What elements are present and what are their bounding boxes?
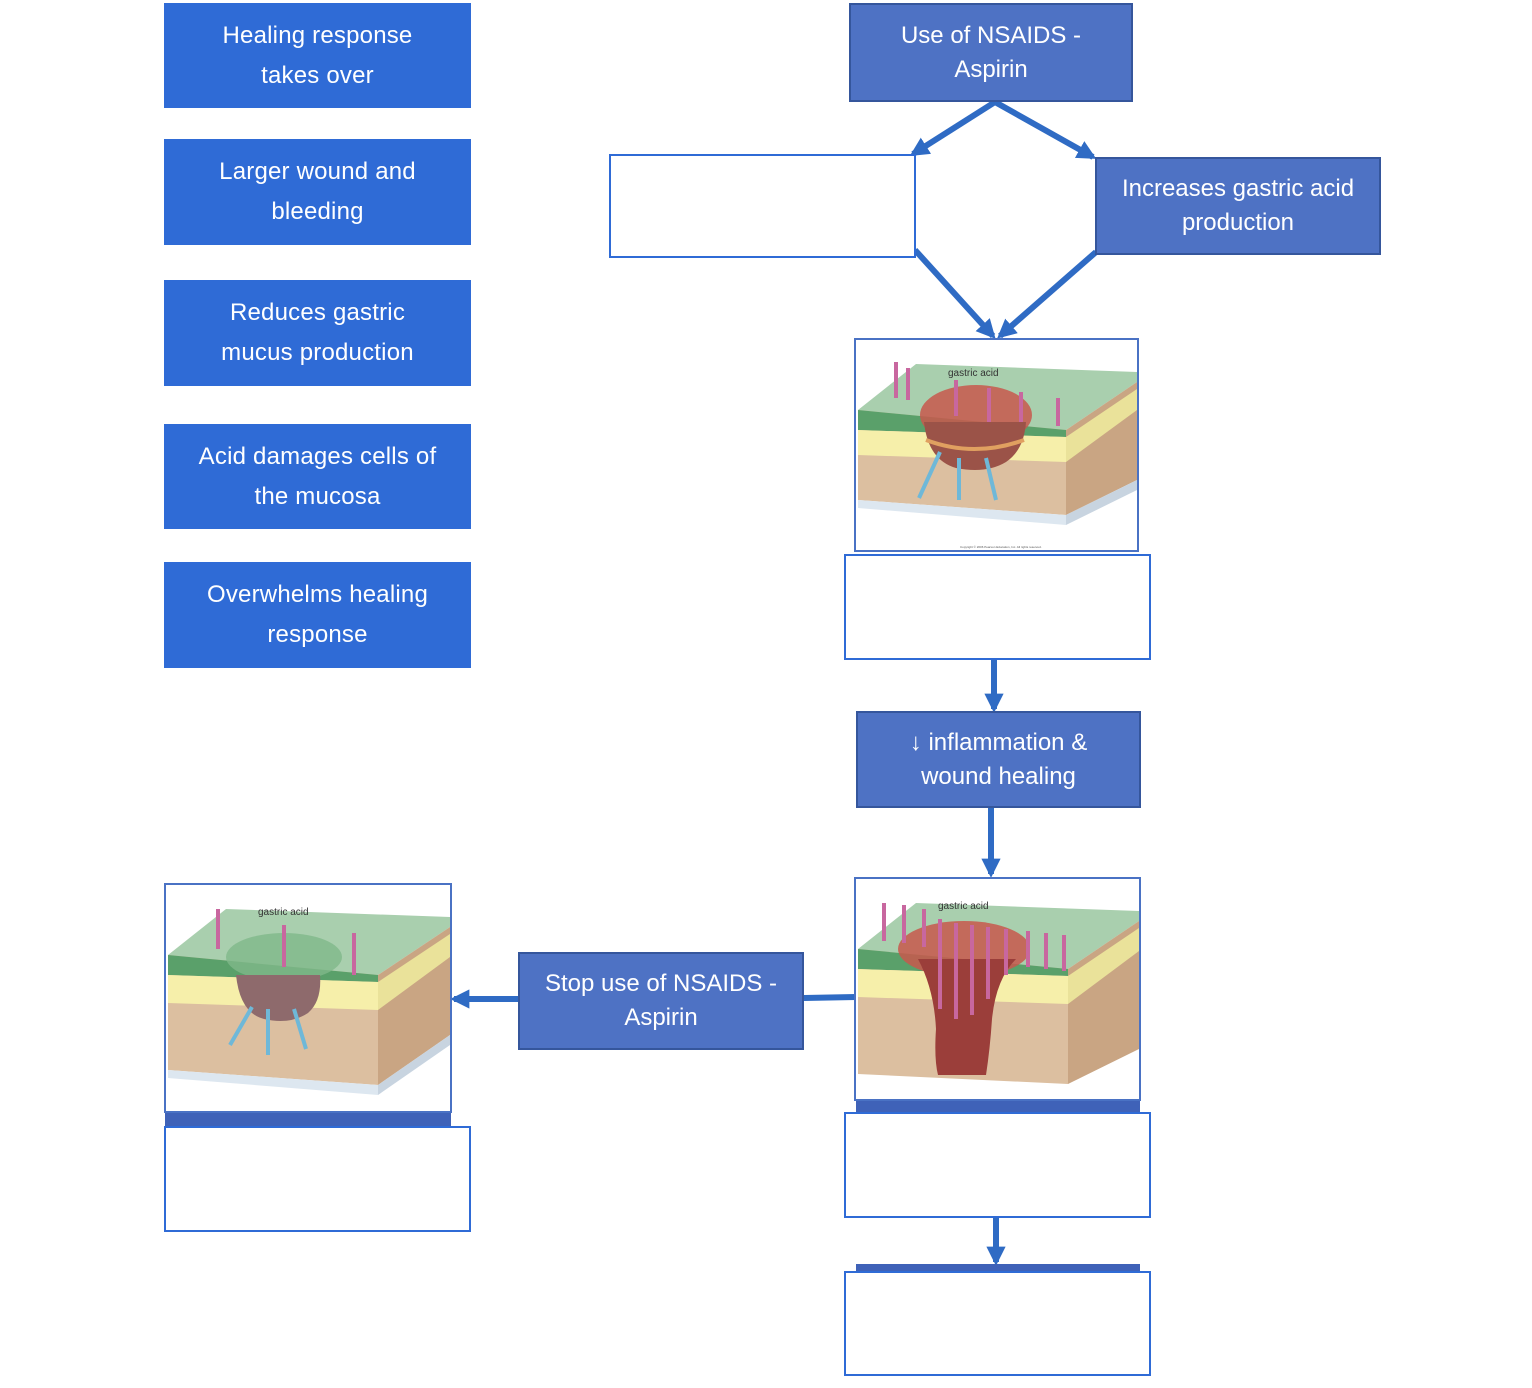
illustration-caption-bar: [856, 1101, 1140, 1113]
option-label: Healing response takes over: [222, 21, 413, 89]
illustration-label: gastric acid: [258, 907, 309, 918]
node-label: Increases gastric acid production: [1121, 175, 1355, 236]
illustration-label: gastric acid: [938, 901, 989, 912]
copyright-text: Copyright © 2006 Pearson Education, Inc.…: [960, 545, 1042, 549]
arrow-connector-stop: [803, 994, 857, 1001]
option-larger-wound[interactable]: Larger wound and bleeding: [164, 139, 471, 245]
illustration-deep-ulcer: gastric acid: [854, 877, 1141, 1101]
final-caption-bar: [856, 1264, 1140, 1274]
arrow-to-mucus-blank: [909, 99, 997, 157]
drop-zone-2[interactable]: [844, 554, 1151, 660]
option-label: Reduces gastric mucus production: [221, 299, 414, 366]
arrow-to-ulcer-image-2: [997, 249, 1098, 339]
drop-zone-3[interactable]: [844, 1112, 1151, 1218]
option-label: Overwhelms healing response: [206, 581, 429, 648]
arrow-to-ulcer-image: [912, 247, 996, 339]
drop-zone-5[interactable]: [164, 1126, 471, 1232]
node-label: ↓ inflammation & wound healing: [909, 728, 1088, 790]
option-overwhelms-healing[interactable]: Overwhelms healing response: [164, 562, 471, 668]
illustration-early-ulcer: gastric acid Copyright © 2006 Pearson Ed…: [854, 338, 1139, 552]
node-stop-nsaids: Stop use of NSAIDS - Aspirin: [518, 952, 804, 1050]
drop-zone-1[interactable]: [609, 154, 916, 258]
option-reduces-mucus[interactable]: Reduces gastric mucus production: [164, 280, 471, 386]
option-label: Acid damages cells of the mucosa: [198, 442, 437, 510]
drop-zone-4[interactable]: [844, 1271, 1151, 1376]
illustration-label: gastric acid: [948, 368, 999, 379]
option-healing-response[interactable]: Healing response takes over: [164, 3, 471, 108]
node-label: Stop use of NSAIDS - Aspirin: [544, 970, 778, 1031]
healing-caption-bar: [165, 1113, 451, 1127]
option-label: Larger wound and bleeding: [219, 158, 416, 225]
arrow-to-gastric-acid: [993, 99, 1097, 160]
illustration-healing: gastric acid: [164, 883, 452, 1113]
option-acid-damages[interactable]: Acid damages cells of the mucosa: [164, 424, 471, 529]
node-use-nsaids: Use of NSAIDS - Aspirin: [849, 3, 1133, 102]
node-inflammation: ↓ inflammation & wound healing: [856, 711, 1141, 808]
node-label: Use of NSAIDS - Aspirin: [900, 21, 1082, 83]
node-increases-gastric-acid: Increases gastric acid production: [1095, 157, 1381, 255]
